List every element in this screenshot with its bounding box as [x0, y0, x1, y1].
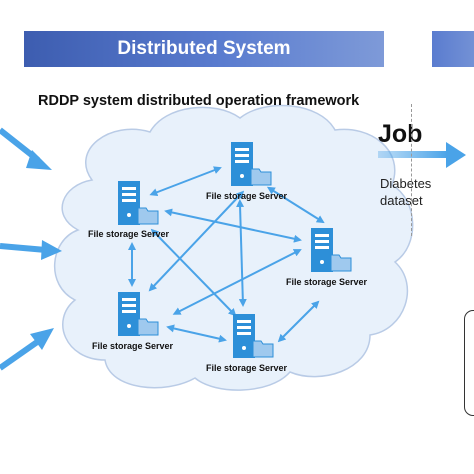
- header-banner: Distributed System: [24, 31, 384, 67]
- link-s4-s5: [166, 324, 227, 343]
- link-s2-s3: [266, 186, 325, 224]
- connections: [128, 166, 325, 343]
- divider-line: [411, 104, 412, 236]
- framework-title: RDDP system distributed operation framew…: [38, 93, 360, 109]
- folder-icon: [252, 340, 274, 358]
- header-title: Distributed System: [117, 38, 291, 59]
- link-s5-s3: [277, 300, 320, 343]
- server-icon-4: [118, 292, 159, 336]
- server-label-4: File storage Server: [92, 341, 174, 351]
- inbound-arrow: [0, 240, 62, 260]
- server-label-5: File storage Server: [206, 363, 288, 373]
- server-label-1: File storage Server: [88, 229, 170, 239]
- folder-icon: [137, 318, 159, 336]
- right-panel-box: [464, 310, 474, 416]
- inbound-arrow: [0, 328, 54, 371]
- dataset-label: Diabetes dataset: [380, 176, 432, 208]
- server-icon-1: [118, 181, 159, 225]
- folder-icon: [137, 207, 159, 225]
- server-label-2: File storage Server: [206, 191, 288, 201]
- server-icon-3: [311, 228, 352, 272]
- server-icon-2: [231, 142, 272, 186]
- job-arrow: [378, 142, 466, 168]
- server-icon-5: [233, 314, 274, 358]
- link-s4-s3: [172, 249, 302, 315]
- job-label: Job: [378, 120, 423, 148]
- link-s1-s2: [149, 166, 222, 197]
- inbound-arrow: [0, 127, 52, 170]
- server-label-3: File storage Server: [286, 277, 368, 287]
- header-banner-right: [432, 31, 474, 67]
- link-s2-s4: [148, 190, 245, 292]
- folder-icon: [250, 168, 272, 186]
- folder-icon: [330, 254, 352, 272]
